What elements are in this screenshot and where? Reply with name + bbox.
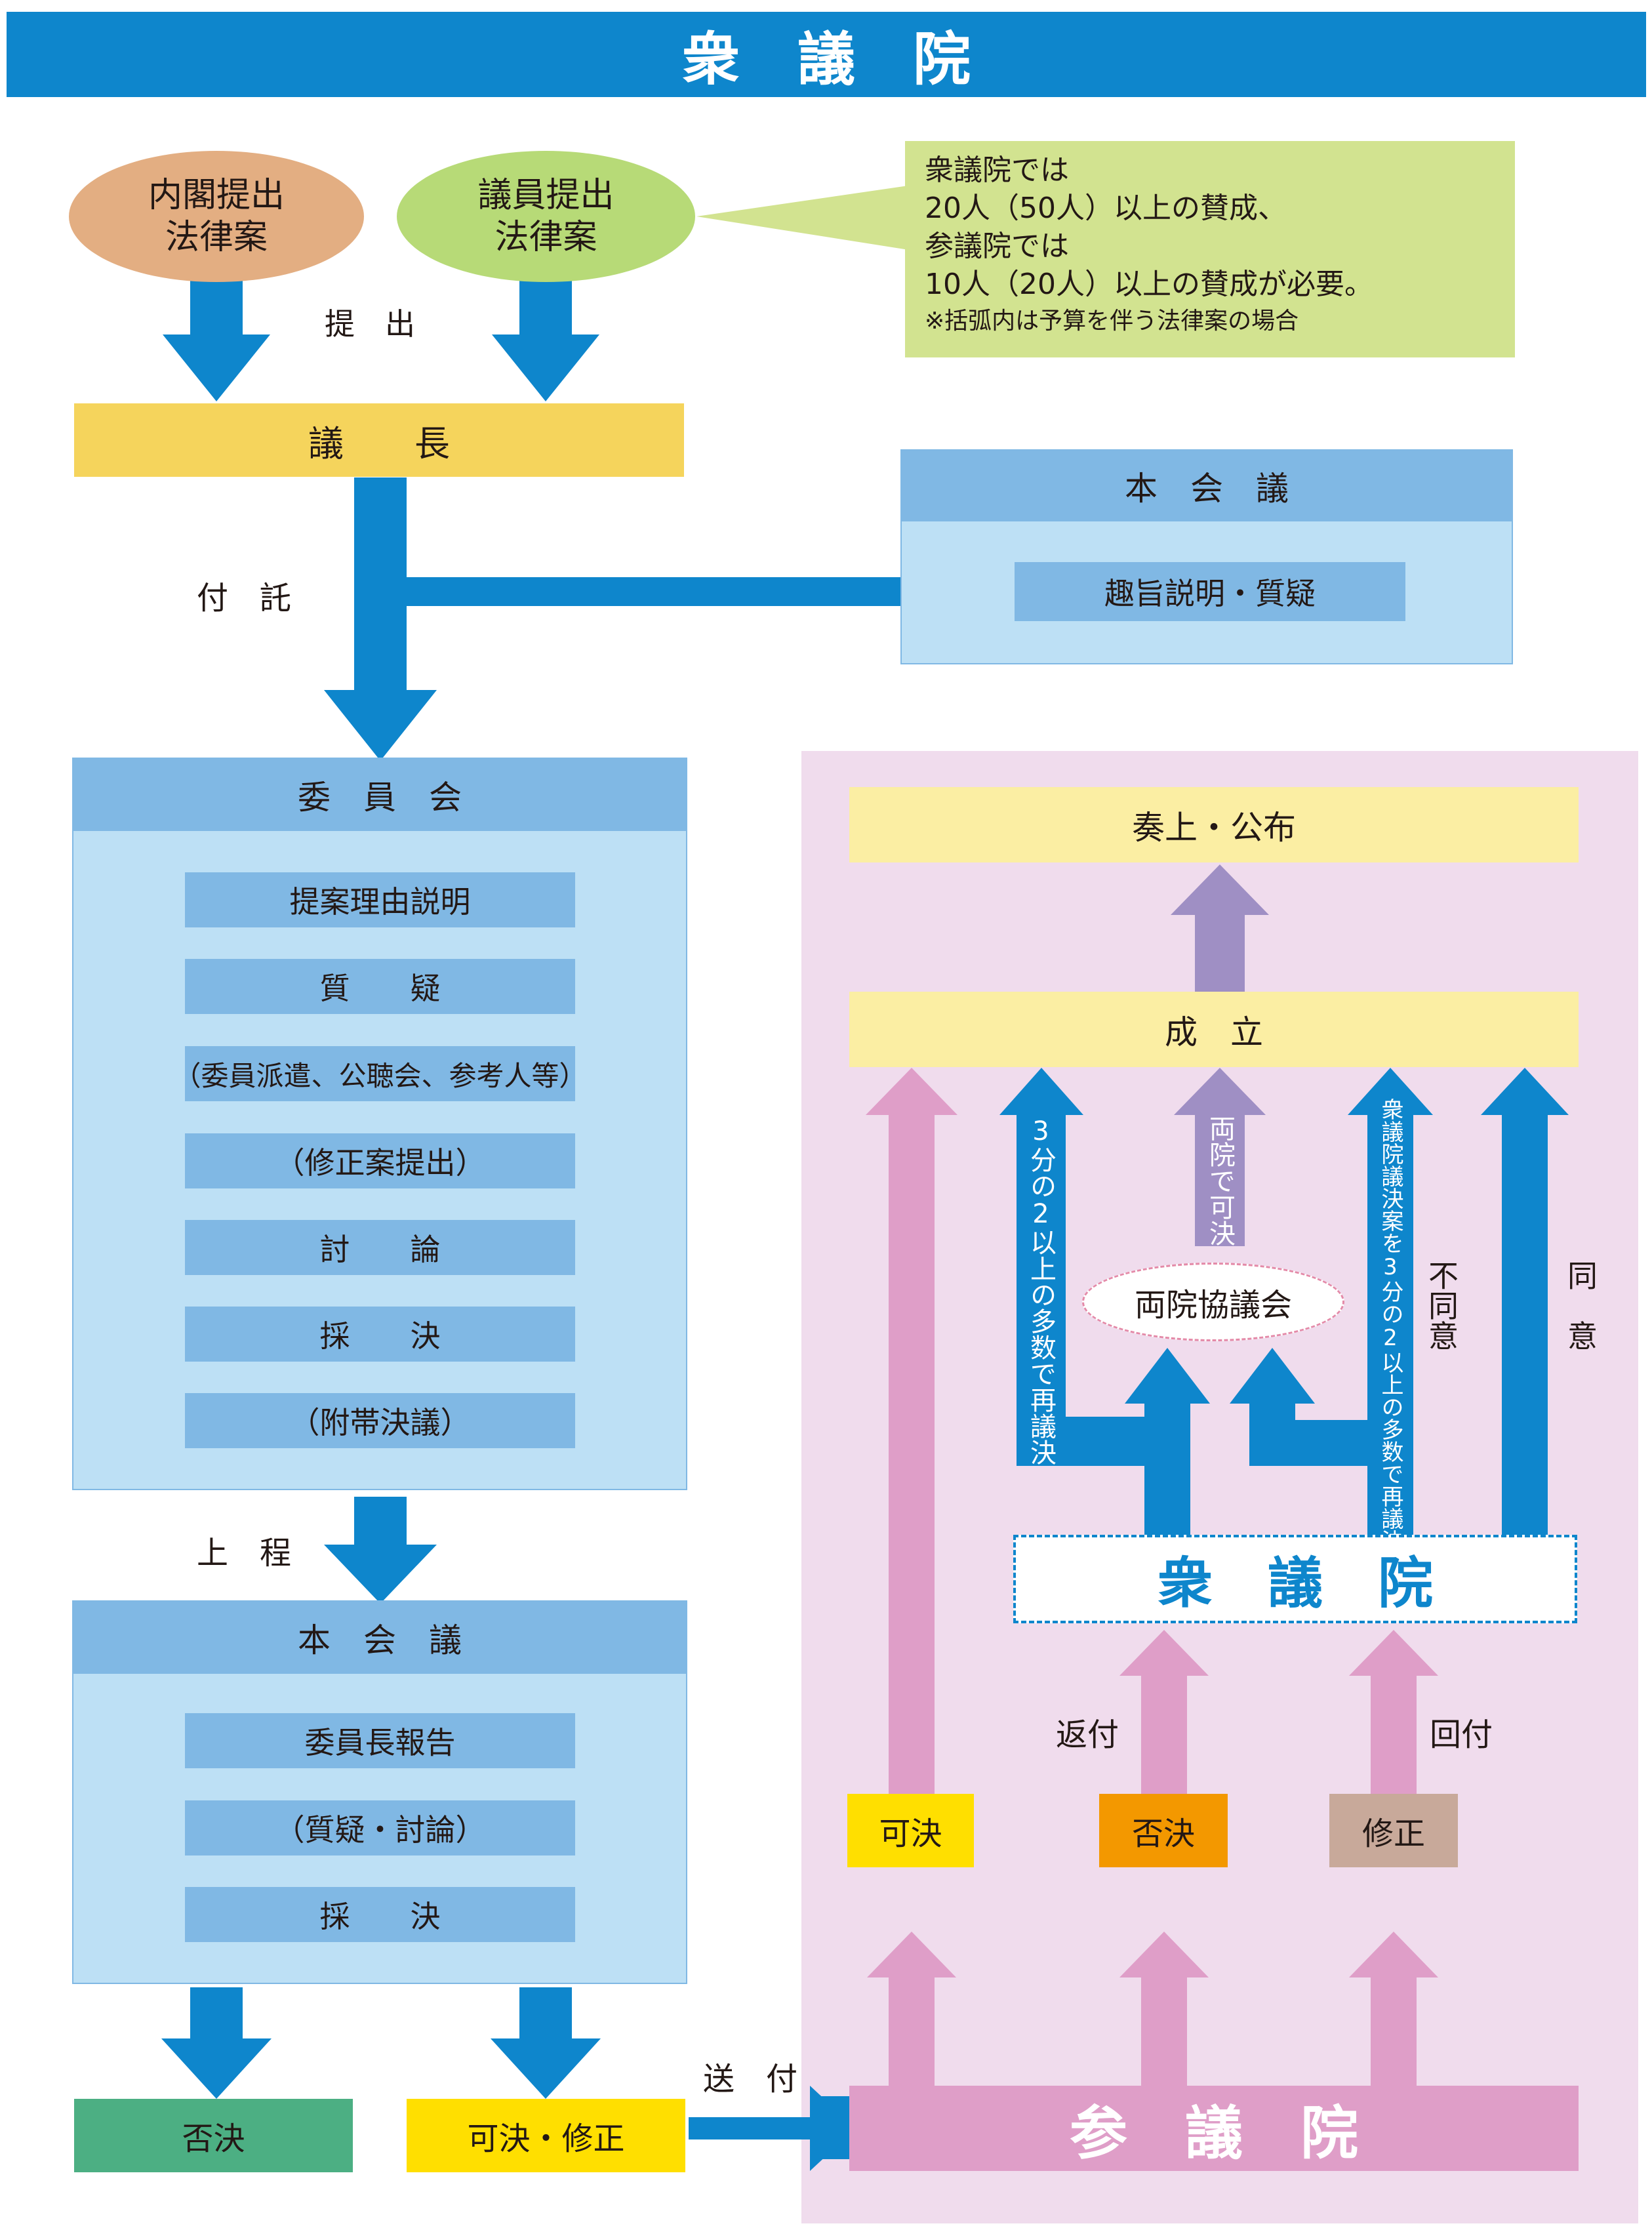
- plenary-top-panel: 本 会 議 趣旨説明・質疑: [900, 449, 1513, 664]
- remand-arrow: [1349, 1630, 1438, 1794]
- agree-label: 同 意: [1563, 1260, 1598, 1350]
- committee-title: 委 員 会: [298, 779, 462, 817]
- committee-item-label: （附帯決議）: [289, 1405, 471, 1440]
- note-pointer: [696, 185, 913, 251]
- plenary-bottom-item: （質疑・討論）: [185, 1800, 575, 1855]
- amend-arrow-upper: [1349, 1932, 1438, 2086]
- upper-amend-label: 修正: [1361, 1815, 1425, 1852]
- send-label: 送 付: [703, 2061, 798, 2098]
- note-line-4: 10人（20人）以上の賛成が必要。: [925, 268, 1373, 301]
- enacted-label: 成 立: [1165, 1013, 1263, 1051]
- plenary-bottom-title: 本 会 議: [298, 1621, 462, 1659]
- promulgation-label: 奏上・公布: [1132, 808, 1296, 847]
- send-arrow: [689, 2096, 856, 2159]
- cabinet-bill-ellipse: 内閣提出 法律案: [69, 151, 364, 282]
- committee-header: 委 員 会: [73, 759, 686, 831]
- councillors-bar: 参 議 院: [849, 2086, 1579, 2171]
- committee-item: （委員派遣、公聴会、参考人等）: [174, 1046, 587, 1101]
- plenary-bottom-item: 採 決: [185, 1887, 575, 1942]
- councillors-label: 参 議 院: [1069, 2099, 1358, 2167]
- note-footnote: ※括弧内は予算を伴う法律案の場合: [925, 308, 1299, 334]
- plenary-top-title: 本 会 議: [1125, 470, 1289, 508]
- rejected-box: 否決: [74, 2099, 353, 2172]
- disagree-label: 不同意: [1424, 1260, 1459, 1350]
- upper-reject-label: 否決: [1131, 1815, 1195, 1852]
- header-title: 衆 議 院: [681, 25, 971, 93]
- member-bill-ellipse: 議員提出 法律案: [397, 151, 695, 282]
- enacted-box: 成 立: [849, 992, 1579, 1067]
- promulgation-arrow: [1171, 864, 1269, 992]
- plenary-top-item-label: 趣旨説明・質疑: [1104, 576, 1316, 611]
- passed-arrow: [491, 1987, 601, 2099]
- speaker-label: 議 長: [308, 422, 450, 464]
- remand-label: 回付: [1430, 1716, 1493, 1753]
- passed-label: 可決・修正: [467, 2120, 625, 2157]
- committee-item: 採 決: [185, 1307, 575, 1362]
- pass-to-enacted-arrow: [866, 1068, 957, 1794]
- two-thirds-revote-label: 3分の2以上の多数で再議決: [1026, 1116, 1056, 1465]
- promulgation-box: 奏上・公布: [849, 787, 1579, 862]
- note-line-2: 20人（50人）以上の賛成、: [925, 192, 1287, 225]
- note-line-1: 衆議院では: [925, 153, 1069, 187]
- conference-ellipse: 両院協議会: [1082, 1263, 1344, 1341]
- both-pass-label: 両院で可決: [1205, 1115, 1235, 1246]
- return-arrow: [1119, 1630, 1209, 1794]
- disagree-arrow: [1230, 1068, 1433, 1535]
- member-bill-label: 議員提出 法律案: [477, 176, 614, 257]
- committee-item-label: （修正案提出）: [274, 1145, 486, 1181]
- plenary-top-header: 本 会 議: [902, 451, 1512, 521]
- plenary-connector: [407, 577, 908, 606]
- committee-item-label: （委員派遣、公聴会、参考人等）: [173, 1059, 587, 1092]
- plenary-bottom-item-label: 委員長報告: [304, 1725, 456, 1760]
- committee-item-label: 討 論: [319, 1232, 441, 1267]
- committee-panel: 委 員 会: [72, 758, 687, 1490]
- plenary-bottom-item: 委員長報告: [185, 1713, 575, 1768]
- requirement-note: 衆議院では 20人（50人）以上の賛成、 参議院では 10人（20人）以上の賛成…: [905, 141, 1515, 357]
- return-label: 返付: [1056, 1716, 1119, 1753]
- both-pass-arrow: [1174, 1068, 1266, 1246]
- upper-reject-box: 否決: [1099, 1794, 1228, 1867]
- rejected-label: 否決: [182, 2120, 245, 2157]
- committee-item: 討 論: [185, 1220, 575, 1275]
- plenary-bottom-item-label: （質疑・討論）: [274, 1812, 486, 1848]
- agree-arrow: [1481, 1068, 1569, 1535]
- pass-arrow-upper: [867, 1932, 956, 2086]
- upper-pass-label: 可決: [879, 1815, 942, 1852]
- reject-arrow-upper: [1119, 1932, 1209, 2086]
- agenda-arrow: [324, 1497, 437, 1604]
- agenda-label: 上 程: [197, 1535, 292, 1571]
- conference-label: 両院協議会: [1134, 1287, 1292, 1324]
- committee-item-label: 提案理由説明: [289, 884, 471, 920]
- referral-label: 付 託: [197, 580, 292, 617]
- plenary-top-item: 趣旨説明・質疑: [1015, 562, 1405, 621]
- referral-arrow: [324, 477, 437, 761]
- plenary-bottom-header: 本 会 議: [73, 1602, 686, 1674]
- committee-item-label: 質 疑: [319, 971, 441, 1006]
- submit-arrow-member: [492, 281, 599, 401]
- committee-item: （附帯決議）: [185, 1393, 575, 1448]
- committee-item: 質 疑: [185, 959, 575, 1014]
- plenary-bottom-item-label: 採 決: [319, 1899, 441, 1934]
- revote-arrow: [999, 1068, 1210, 1535]
- upper-amend-box: 修正: [1329, 1794, 1458, 1867]
- cabinet-bill-label: 内閣提出 法律案: [148, 176, 285, 257]
- header-bar: 衆 議 院: [7, 12, 1646, 97]
- submit-label: 提 出: [325, 306, 415, 342]
- note-line-3: 参議院では: [925, 230, 1069, 263]
- submit-arrow-cabinet: [163, 281, 270, 401]
- speaker-box: 議 長: [74, 403, 684, 477]
- rejected-arrow: [161, 1987, 272, 2099]
- lower-house-label: 衆 議 院: [1157, 1551, 1433, 1615]
- revote-by-two-thirds-label: 衆議院議決案を3分の2以上の多数で再議決: [1377, 1098, 1403, 1552]
- upper-pass-box: 可決: [847, 1794, 974, 1867]
- lower-house-box: 衆 議 院: [1013, 1535, 1577, 1623]
- committee-item: （修正案提出）: [185, 1133, 575, 1188]
- committee-item: 提案理由説明: [185, 872, 575, 927]
- plenary-bottom-panel: 本 会 議: [72, 1600, 687, 1984]
- committee-item-label: 採 決: [319, 1318, 441, 1354]
- passed-box: 可決・修正: [407, 2099, 685, 2172]
